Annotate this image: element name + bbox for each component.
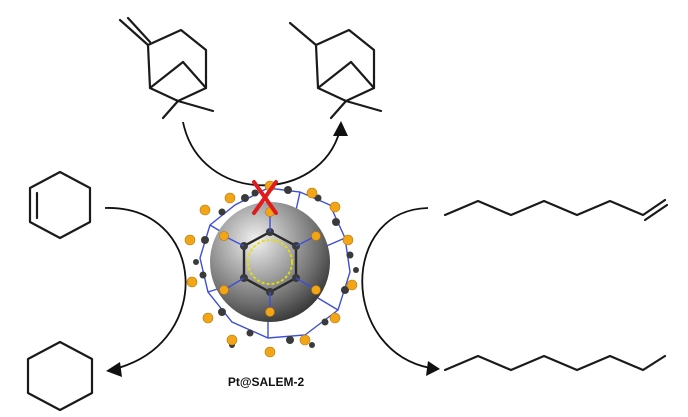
metal-nodes — [184, 180, 358, 358]
blocked-cross-mark — [252, 180, 278, 215]
molecule-cyclohexene — [28, 170, 92, 240]
molecule-octane — [443, 354, 667, 372]
arrow-cyclohexene-hydrogenation — [104, 207, 187, 377]
catalyst-caption: Pt@SALEM-2 — [228, 375, 305, 389]
arrow-pinene-hydrogenation — [182, 121, 348, 187]
inner-pore-framework — [223, 212, 317, 312]
pt-nanoparticle-sphere — [210, 202, 330, 322]
molecule-cyclohexane — [26, 340, 94, 412]
arrow-octene-hydrogenation — [361, 207, 440, 376]
pore-dashed-ring — [247, 239, 293, 285]
molecule-pinane — [288, 21, 383, 120]
molecule-1-octene — [443, 198, 669, 222]
pt-salem-2-cage — [184, 180, 359, 358]
molecule-beta-pinene — [118, 16, 215, 120]
